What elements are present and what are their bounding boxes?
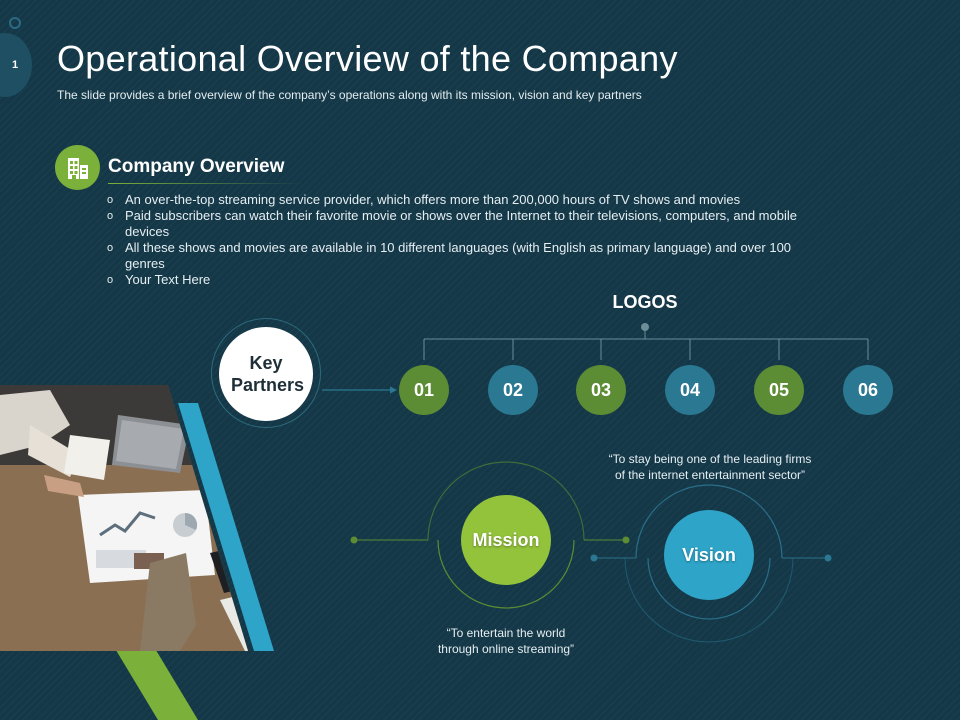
buildings-icon bbox=[55, 145, 100, 190]
mission-label: Mission bbox=[472, 529, 540, 550]
key-partners-circle: Key Partners bbox=[219, 327, 313, 421]
list-item: An over-the-top streaming service provid… bbox=[105, 192, 825, 208]
logo-placeholder-05: 05 bbox=[754, 365, 804, 415]
vision-quote-line: of the internet entertainment sector” bbox=[614, 468, 806, 482]
key-partners-label: Key Partners bbox=[231, 353, 305, 395]
list-item: Your Text Here bbox=[105, 272, 825, 288]
logo-placeholder-06: 06 bbox=[843, 365, 893, 415]
mission-circle: Mission bbox=[461, 495, 551, 585]
company-overview-list: An over-the-top streaming service provid… bbox=[105, 192, 825, 288]
heading-underline bbox=[108, 183, 303, 184]
logo-placeholder-01: 01 bbox=[399, 365, 449, 415]
page-number: 1 bbox=[11, 59, 19, 71]
mission-quote-line: through online streaming” bbox=[437, 642, 575, 656]
logo-placeholder-04: 04 bbox=[665, 365, 715, 415]
vision-label: Vision bbox=[682, 544, 736, 565]
vision-circle: Vision bbox=[664, 510, 754, 600]
mission-quote: “To entertain the world through online s… bbox=[396, 625, 616, 657]
slide-subtitle: The slide provides a brief overview of t… bbox=[57, 88, 642, 102]
list-item: Paid subscribers can watch their favorit… bbox=[105, 208, 825, 240]
office-photo bbox=[0, 385, 274, 720]
decorative-ring bbox=[9, 17, 21, 29]
company-overview-heading: Company Overview bbox=[108, 156, 285, 177]
logo-placeholder-03: 03 bbox=[576, 365, 626, 415]
slide-title: Operational Overview of the Company bbox=[57, 38, 678, 79]
vision-quote-line: “To stay being one of the leading firms bbox=[608, 452, 812, 466]
vision-quote: “To stay being one of the leading firms … bbox=[570, 451, 850, 483]
blue-accent-strip bbox=[178, 403, 274, 651]
mission-quote-line: “To entertain the world bbox=[446, 626, 566, 640]
key-partners-ring bbox=[211, 318, 321, 428]
list-item: All these shows and movies are available… bbox=[105, 240, 825, 272]
logos-title: LOGOS bbox=[612, 292, 678, 312]
logo-placeholder-02: 02 bbox=[488, 365, 538, 415]
